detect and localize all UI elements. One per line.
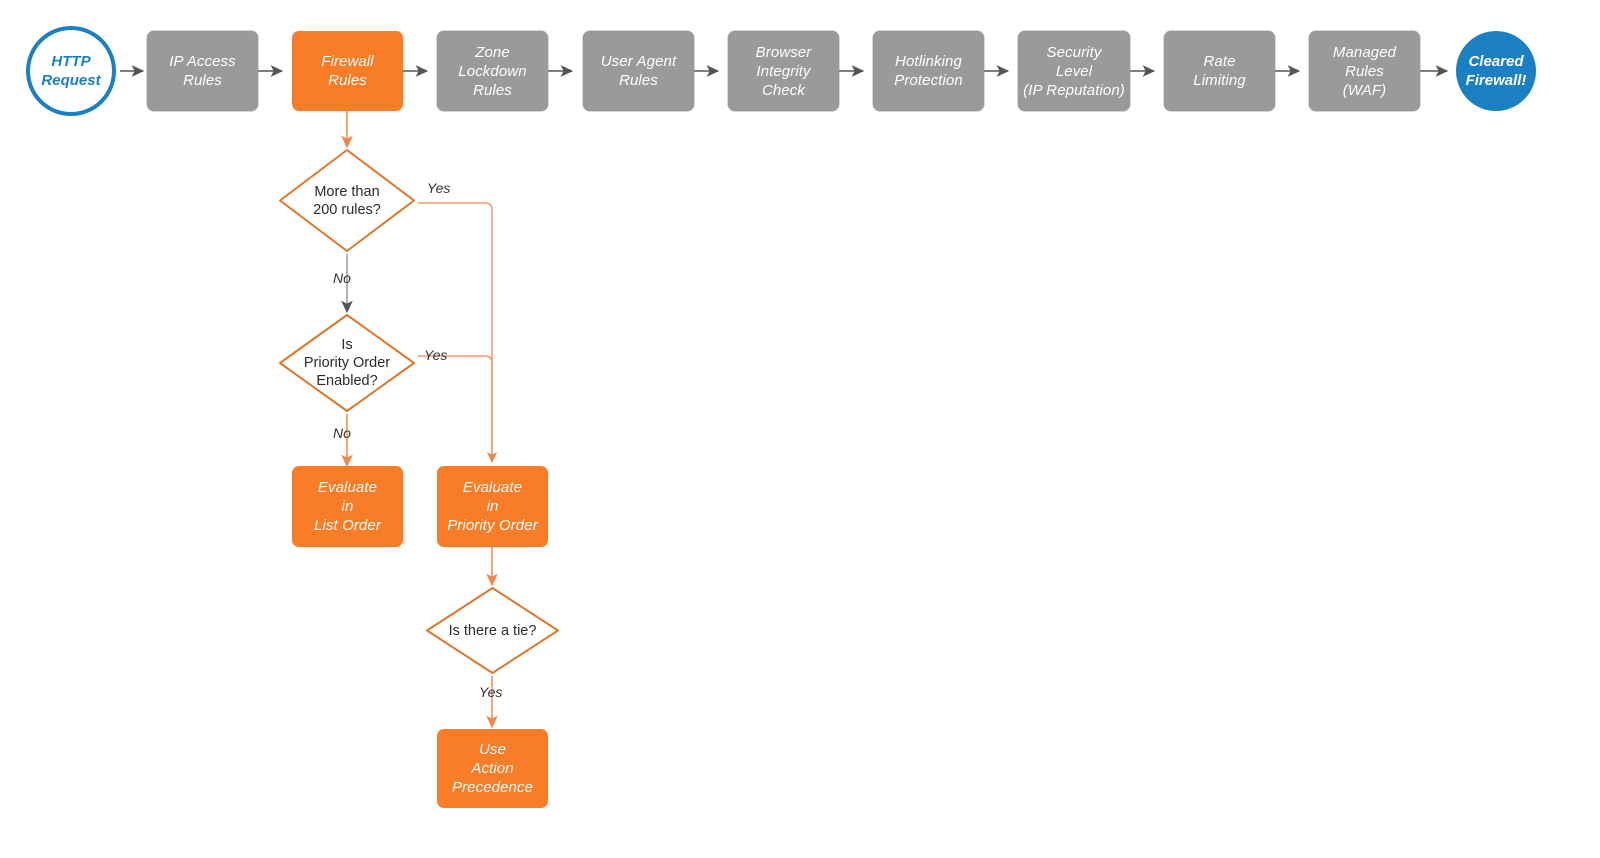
edge-label-more-than-200-yes: Yes xyxy=(427,180,451,196)
edge-label-tie-yes: Yes xyxy=(479,684,503,700)
decision-label: Is there a tie? xyxy=(448,622,537,639)
edge-label-priority-order-yes: Yes xyxy=(424,347,448,363)
edge-label-priority-order-no: No xyxy=(333,425,351,441)
edge-label-more-than-200-no: No xyxy=(333,270,351,286)
decision-is-there-a-tie[interactable]: Is there a tie? xyxy=(424,585,561,676)
